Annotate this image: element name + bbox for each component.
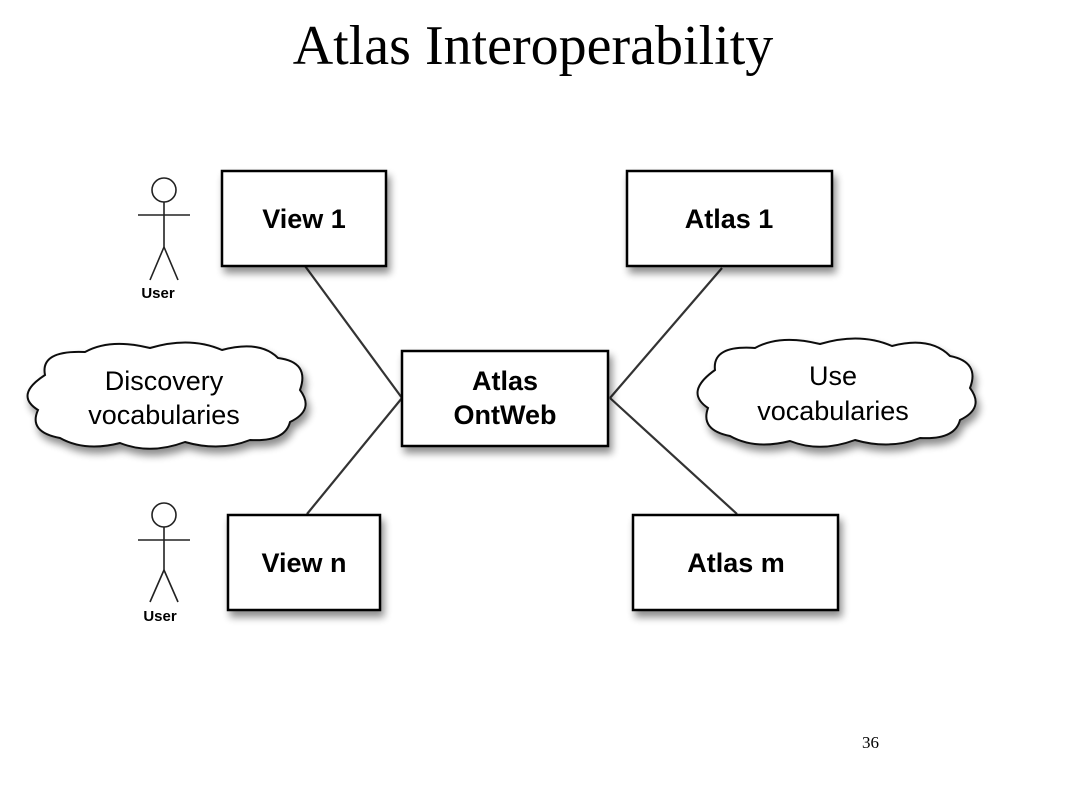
cloud-left-line2: vocabularies xyxy=(88,400,240,430)
user-bottom-label: User xyxy=(143,608,177,625)
node-atlas-m: Atlas m xyxy=(631,513,840,612)
connector-atlas-1 xyxy=(609,267,723,399)
cloud-use-vocabularies: Use vocabularies xyxy=(696,337,977,448)
node-hub-line2: OntWeb xyxy=(454,400,557,430)
connector-view-n xyxy=(306,397,403,515)
connector-view-1 xyxy=(304,265,403,399)
node-view-1-label: View 1 xyxy=(262,204,346,234)
user-top-head-icon xyxy=(151,177,177,203)
node-atlas-m-label: Atlas m xyxy=(687,548,785,578)
user-actor-top xyxy=(138,177,190,281)
node-atlas-1-label: Atlas 1 xyxy=(685,204,774,234)
node-atlas-1: Atlas 1 xyxy=(625,169,834,268)
cloud-discovery-vocabularies: Discovery vocabularies xyxy=(26,341,307,450)
page-number: 36 xyxy=(862,733,879,752)
user-bottom-head-icon xyxy=(151,502,177,528)
cloud-left-line1: Discovery xyxy=(105,366,224,396)
user-actor-bottom xyxy=(138,502,190,603)
cloud-right-line2: vocabularies xyxy=(757,396,909,426)
node-view-1: View 1 xyxy=(220,169,388,268)
connector-atlas-m xyxy=(609,397,738,515)
node-view-n-label: View n xyxy=(261,548,346,578)
cloud-right-line1: Use xyxy=(809,361,857,391)
connectors xyxy=(304,265,738,515)
slide-title: Atlas Interoperability xyxy=(292,15,774,77)
node-view-n: View n xyxy=(226,513,382,612)
user-top-label: User xyxy=(141,285,175,302)
node-atlas-ontweb: Atlas OntWeb xyxy=(400,349,610,448)
node-hub-line1: Atlas xyxy=(472,366,538,396)
